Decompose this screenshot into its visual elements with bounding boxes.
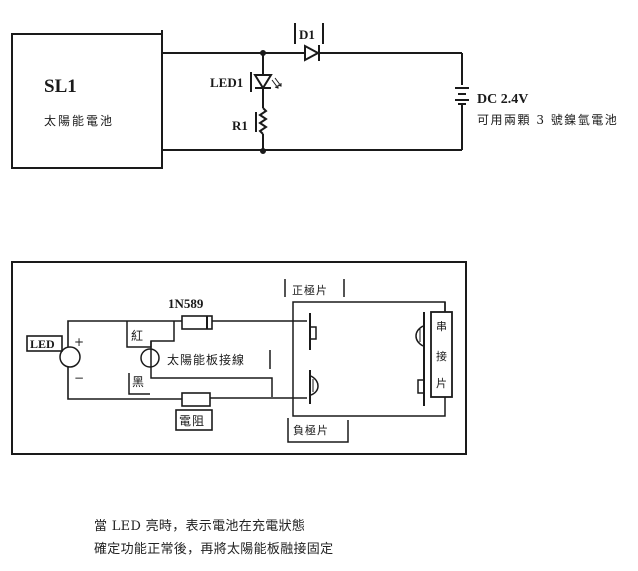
negative-contact-spring — [310, 375, 319, 396]
black-lead-label: 黑 — [132, 375, 144, 389]
series-contact-tab — [417, 379, 424, 394]
d1-label: D1 — [299, 27, 315, 42]
r1-symbol — [258, 107, 268, 135]
led-plus-wire — [67, 320, 182, 347]
series-plate-box — [430, 311, 453, 398]
solar-cell-id: SL1 — [44, 76, 77, 97]
note-line-2: 確定功能正常後，再將太陽能板融接固定 — [94, 542, 334, 557]
led1-symbol — [253, 74, 273, 90]
resistor-label-box — [175, 409, 213, 431]
red-lead-label: 紅 — [131, 329, 143, 343]
minus-sign: − — [74, 371, 84, 385]
negative-plate-label: 負極片 — [293, 423, 329, 437]
led-label-box — [26, 335, 63, 352]
negative-plate-bracket — [287, 418, 349, 443]
series-plate-label-2: 接 — [436, 350, 447, 363]
solar-connector-symbol — [140, 348, 160, 368]
battery-note: 可用兩顆 3 號鎳氫電池 — [477, 112, 618, 127]
resistor-body — [181, 392, 211, 407]
black-lead-wire — [150, 377, 273, 397]
outer-frame — [11, 261, 467, 455]
positive-contact-tab — [310, 326, 317, 340]
series-plate-label-1: 串 — [436, 320, 447, 333]
led1-label: LED1 — [210, 75, 243, 90]
led-minus-wire — [67, 367, 182, 400]
led1-light-arrows-icon — [271, 77, 282, 89]
solar-cell-box — [11, 33, 163, 169]
solar-wire-label: 太陽能板接線 — [167, 352, 245, 367]
led-label: LED — [30, 337, 55, 351]
plus-sign: + — [74, 335, 84, 349]
wiring-diagram — [11, 261, 467, 455]
resistor-label: 電阻 — [179, 414, 205, 428]
series-plate-label-3: 片 — [436, 377, 447, 390]
battery-voltage-label: DC 2.4V — [477, 92, 528, 107]
series-contact-spring — [415, 325, 424, 347]
black-lead-bracket — [128, 373, 150, 395]
note-line-1: 當 LED 亮時，表示電池在充電狀態 — [94, 519, 306, 534]
top-schematic — [11, 23, 469, 169]
diode-1n589-label: 1N589 — [168, 296, 204, 311]
positive-plate-label: 正極片 — [292, 283, 328, 297]
diode-1n589-body — [181, 315, 213, 330]
battery-holder-outline — [292, 301, 446, 417]
led-symbol — [59, 346, 81, 368]
d1-symbol — [304, 44, 321, 62]
r1-label: R1 — [232, 118, 248, 133]
solar-cell-name: 太陽能電池 — [44, 113, 114, 128]
